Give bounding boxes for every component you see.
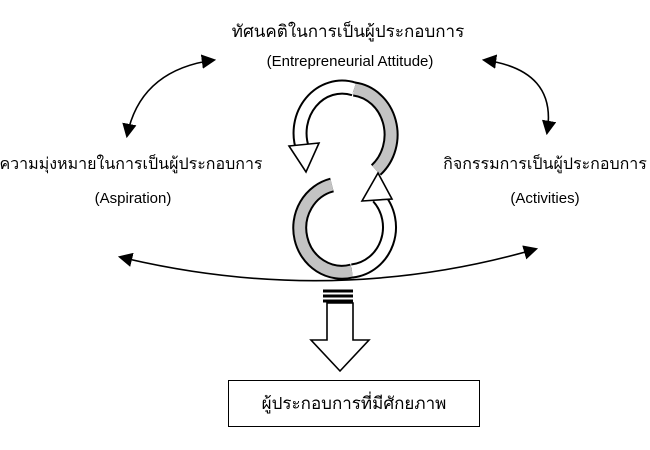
left-node-english-label: (Aspiration) [94, 190, 172, 207]
hash-lines-icon [323, 289, 353, 303]
down-block-arrow-icon [309, 302, 371, 373]
double-arrow-right-icon [481, 54, 557, 136]
left-node-thai-label: ความมุ่งหมายในการเป็นผู้ประกอบการ [0, 156, 263, 173]
outcome-box: ผู้ประกอบการที่มีศักยภาพ [228, 380, 480, 427]
top-node-thai-label: ทัศนคติในการเป็นผู้ประกอบการ [231, 22, 465, 41]
double-arrow-bottom-icon [117, 245, 539, 282]
right-node-thai-label: กิจกรรมการเป็นผู้ประกอบการ [443, 156, 647, 173]
top-node-english-label: (Entrepreneurial Attitude) [266, 53, 434, 70]
double-arrow-left-icon [122, 54, 217, 139]
outcome-box-label: ผู้ประกอบการที่มีศักยภาพ [261, 394, 447, 413]
right-node-english-label: (Activities) [510, 190, 580, 207]
cycle-arrows-icon [287, 79, 399, 280]
